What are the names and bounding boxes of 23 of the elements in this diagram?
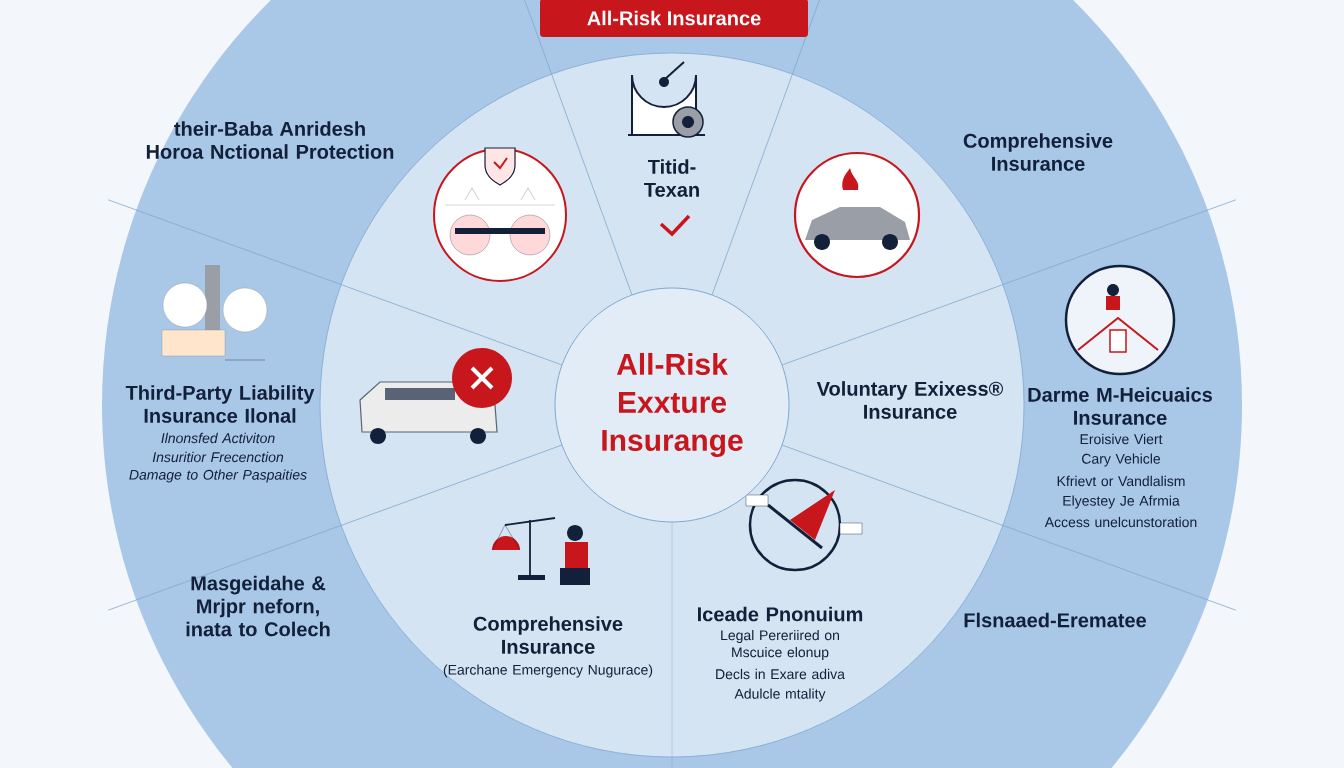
heading: Third-Party Liability Insurance Ilonal xyxy=(125,385,315,423)
heading: Voluntary Exixess® Insurance xyxy=(816,381,1003,419)
title-banner: All-Risk Insurance xyxy=(540,0,808,37)
heading: Iceade Pnonuium xyxy=(698,606,863,622)
note-text: (Earchane Emergency Nugurace) xyxy=(443,664,653,678)
item-text: Elyestey Je Afrmia xyxy=(1063,495,1180,509)
item-text: Ilnonsfed Activiton xyxy=(161,432,275,444)
heading: Flsnaaed-Erematee xyxy=(964,612,1146,628)
heading: Comprehensive Insurance xyxy=(473,616,623,654)
item-text: Access unelcunstoration xyxy=(1044,516,1197,528)
heading: Comprehensive Insurance xyxy=(963,133,1113,171)
item-text: Cary Vehicle xyxy=(1082,453,1161,467)
item-text: Decls in Exare adiva xyxy=(716,668,845,680)
item-text: Legal Pereriired on Mscuice elonup xyxy=(721,629,839,660)
item-text: Eroisive Viert xyxy=(1080,433,1163,445)
heading: their-Baba Anridesh Horoa Nctional Protection xyxy=(146,121,394,159)
item-text: Damage to Other Paspaities xyxy=(129,469,307,483)
heading: Masgeidahe & Mrjpr neforn, inata to Colech xyxy=(186,575,330,637)
heading: Titid- Texan xyxy=(644,159,699,197)
heading: Darme M-Heicuaics Insurance xyxy=(1028,387,1212,425)
item-text: Insuritior Frecenction xyxy=(152,451,284,463)
item-text: Adulcle mtality xyxy=(734,688,826,702)
item-text: Kfrievt or Vandlalism xyxy=(1057,475,1185,487)
